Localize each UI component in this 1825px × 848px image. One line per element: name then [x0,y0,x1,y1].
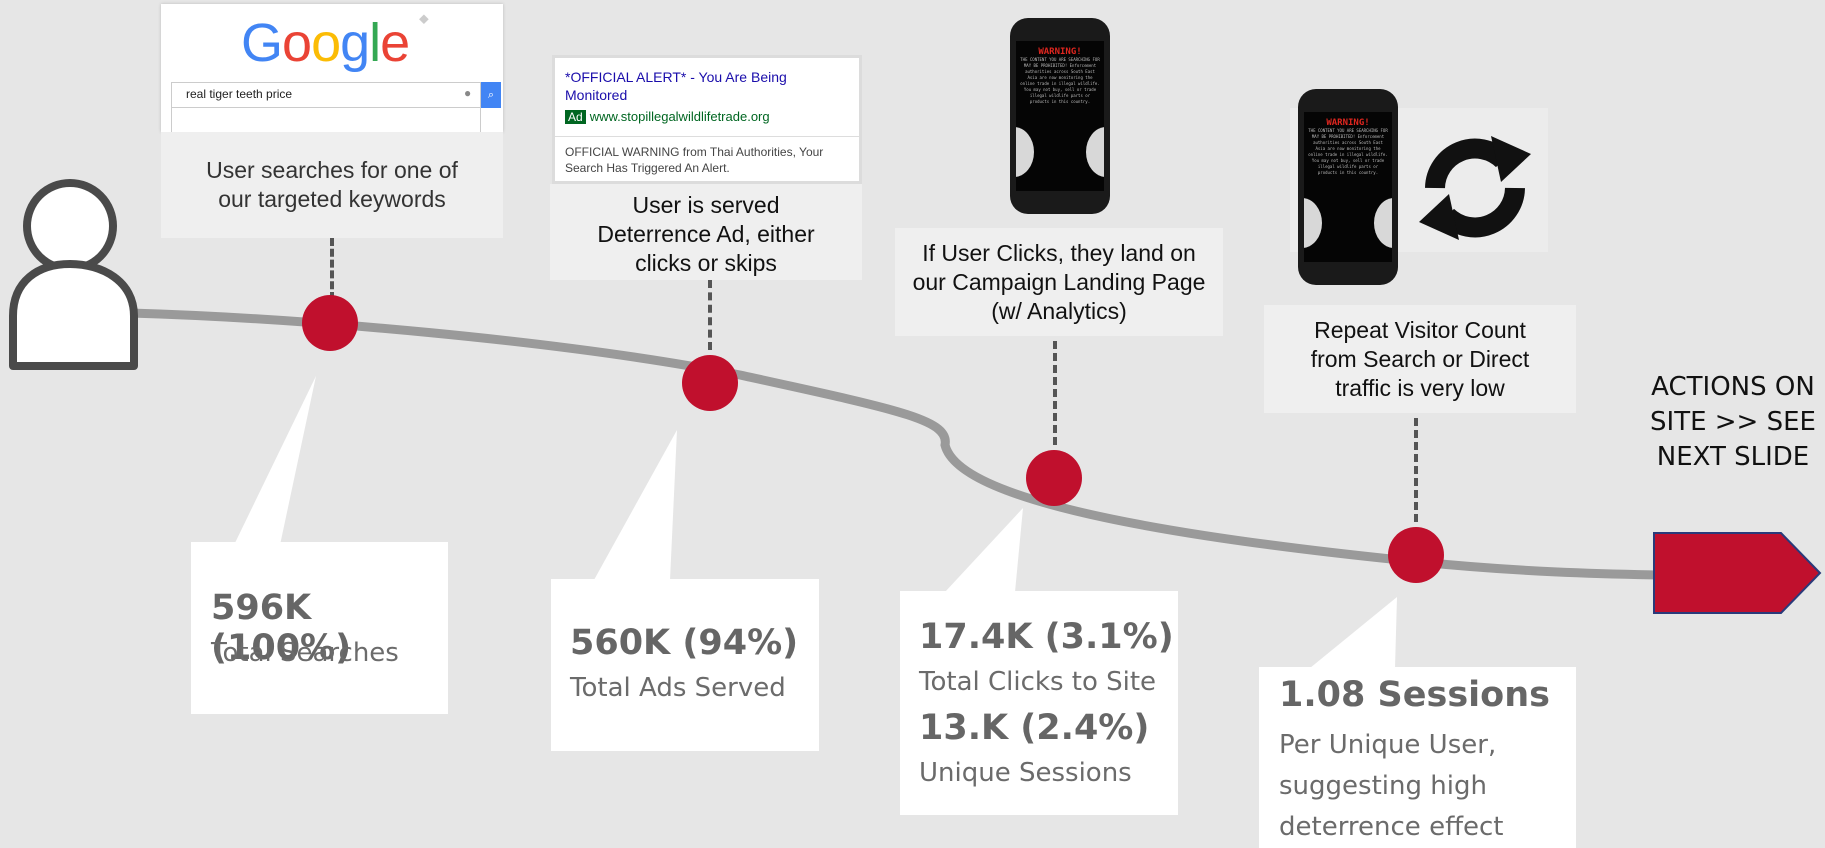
ad-headline: *OFFICIAL ALERT* - You Are Being Monitor… [565,69,787,103]
stat-value: 17.4K (3.1%) [919,617,1174,657]
callout-pointer-3 [945,508,1023,592]
google-search-box: real tiger teeth price ● [171,82,481,108]
ad-url: www.stopillegalwildlifetrade.org [589,109,770,124]
stat-label: Per Unique User, suggesting high deterre… [1279,730,1504,842]
phone-fine-print: THE CONTENT YOU ARE SEARCHING FOR MAY BE… [1020,57,1100,104]
ad-body: OFFICIAL WARNING from Thai Authorities, … [565,145,824,175]
refresh-icon [1419,136,1531,240]
connector-2 [708,280,712,350]
connector-3 [1053,341,1057,445]
timeline-dot-2 [682,355,738,411]
stat-callout-2: 560K (94%) Total Ads Served [551,579,819,751]
phone-fine-print: THE CONTENT YOU ARE SEARCHING FOR MAY BE… [1308,128,1388,175]
step-3-caption: If User Clicks, they land on our Campaig… [895,228,1223,336]
stat-value: 596K (100%) [211,588,352,668]
landing-page-phone: WARNING! THE CONTENT YOU ARE SEARCHING F… [1010,18,1110,214]
step-4-caption: Repeat Visitor Count from Search or Dire… [1264,305,1576,413]
timeline-dot-4 [1388,527,1444,583]
repeat-visit-phone: WARNING! THE CONTENT YOU ARE SEARCHING F… [1298,89,1398,285]
share-icon: ⬥ [419,10,429,26]
timeline-dot-1 [302,295,358,351]
stat-callout-3: 17.4K (3.1%) Total Clicks to Site 13.K (… [900,591,1178,815]
connector-1 [330,238,334,300]
google-logo: Google [241,13,410,73]
callout-pointer-2 [594,430,677,580]
stat-callout-1: 596K (100%) Total Searches [191,542,448,714]
ad-badge: Ad [565,110,586,124]
search-button-icon: ⌕ [481,82,501,108]
connector-4 [1414,418,1418,522]
deterrence-ad-screenshot: *OFFICIAL ALERT* - You Are Being Monitor… [552,55,862,184]
stat-label: Total Clicks to Site [919,667,1157,697]
stat-label: Total Ads Served [570,673,786,703]
phone-warning-text: WARNING! [1326,118,1370,128]
step-2-caption: User is served Deterrence Ad, either cli… [550,184,862,280]
callout-pointer-1 [234,376,316,545]
end-arrow [1653,532,1822,614]
timeline-line [125,308,1665,580]
stat-label: Total Searches [211,638,399,668]
stat-callout-4: 1.08 Sessions Per Unique User, suggestin… [1259,667,1576,848]
stat-value: 560K (94%) [570,623,799,663]
callout-pointer-4 [1310,597,1397,668]
stat-value-secondary: 13.K (2.4%) [919,708,1150,748]
google-search-screenshot: Google ⬥ real tiger teeth price ● ⌕ [161,4,503,132]
stat-value: 1.08 Sessions [1279,675,1550,715]
step-1-caption: User searches for one of our targeted ke… [161,132,503,238]
phone-warning-text: WARNING! [1038,47,1082,57]
user-avatar-icon [9,179,138,370]
mic-icon: ● [464,86,472,100]
stat-label-secondary: Unique Sessions [919,758,1132,788]
timeline-dot-3 [1026,450,1082,506]
autocomplete-dropdown [171,107,481,132]
end-label: ACTIONS ON SITE >> SEE NEXT SLIDE [1650,372,1816,472]
google-search-query: real tiger teeth price [186,87,293,101]
